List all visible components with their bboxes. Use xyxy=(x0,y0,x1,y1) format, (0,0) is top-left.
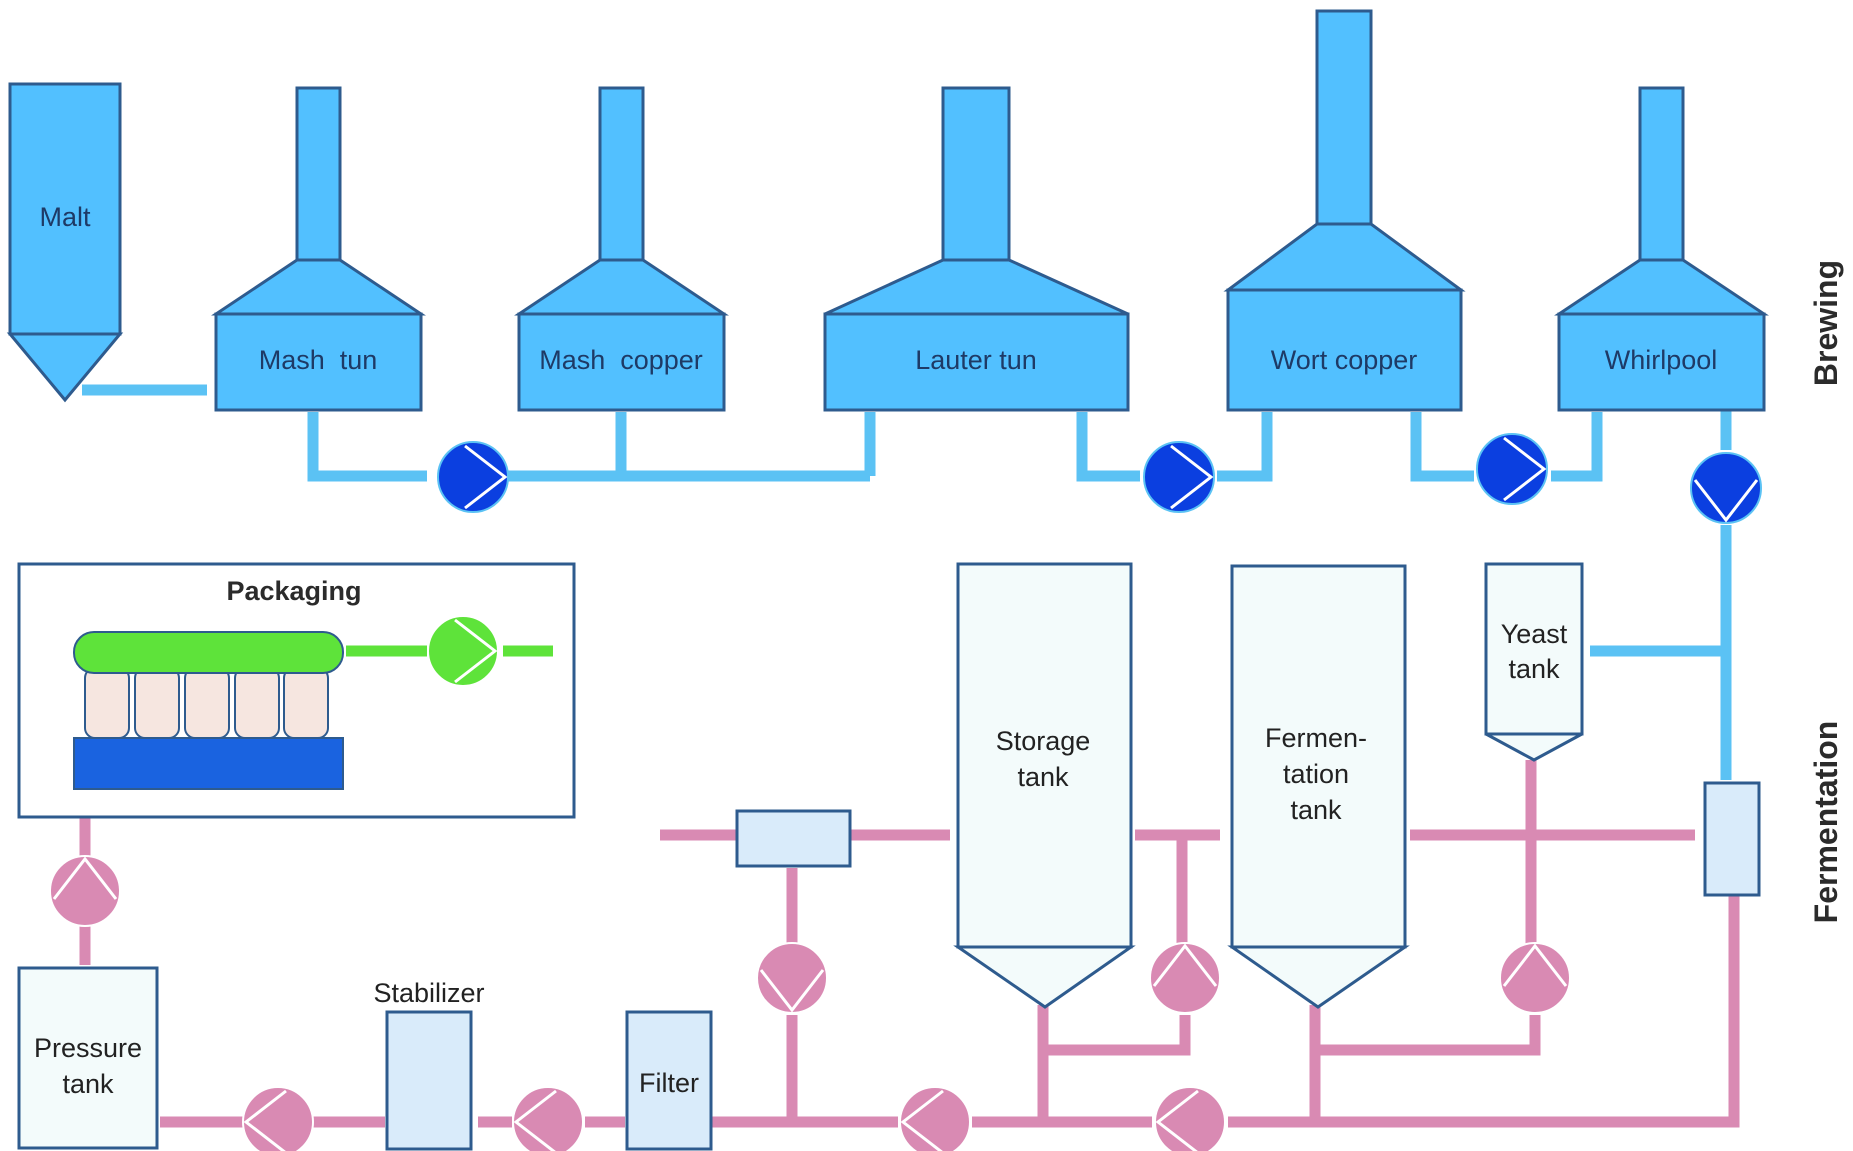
section-label-fermentation: Fermentation xyxy=(1808,721,1844,924)
whirlpool-label: Whirlpool xyxy=(1605,345,1718,375)
malt-label: Malt xyxy=(39,202,91,232)
stabilizer: Stabilizer xyxy=(373,978,485,1151)
pump-icon xyxy=(49,855,121,927)
beer-pipes xyxy=(79,760,1740,1128)
wort-copper: Wort copper xyxy=(1223,9,1466,412)
pump-icon xyxy=(1476,433,1548,505)
lauter-tun: Lauter tun xyxy=(823,86,1130,412)
yeast-tank: Yeast tank xyxy=(1484,562,1584,762)
pump-icon xyxy=(1149,942,1221,1014)
fermentation-tank: Fermen- tation tank xyxy=(1227,564,1410,1009)
filter: Filter xyxy=(625,1010,713,1151)
bottles xyxy=(84,667,329,739)
pump-icon xyxy=(1154,1086,1226,1151)
pump-icon xyxy=(1143,441,1215,513)
conveyor-base xyxy=(73,737,344,790)
pressure-tank: Pressure tank xyxy=(17,966,159,1150)
filling-head xyxy=(73,631,344,674)
pump-icon xyxy=(1499,942,1571,1014)
pump-icon xyxy=(242,1086,314,1151)
fermentation-tank-label-line2: tation xyxy=(1283,759,1349,789)
fermentation-tank-label-line3: tank xyxy=(1290,795,1342,825)
pumps xyxy=(49,433,1762,1151)
packaging-section: Packaging xyxy=(17,562,576,819)
pump-icon xyxy=(1690,452,1762,524)
filter-label: Filter xyxy=(639,1068,699,1098)
yeast-tank-label-line1: Yeast xyxy=(1501,619,1568,649)
yeast-tank-label-line2: tank xyxy=(1508,654,1560,684)
mash-copper-label: Mash copper xyxy=(539,345,703,375)
pump-icon xyxy=(512,1086,584,1151)
pump-icon xyxy=(899,1086,971,1151)
malt-silo: Malt xyxy=(6,82,124,403)
mash-tun: Mash tun xyxy=(211,86,426,412)
storage-tank-label-line2: tank xyxy=(1017,762,1069,792)
section-label-brewing: Brewing xyxy=(1808,260,1844,386)
mash-copper: Mash copper xyxy=(514,86,729,412)
pressure-tank-label-line2: tank xyxy=(62,1069,114,1099)
pressure-tank-label-line1: Pressure xyxy=(34,1033,142,1063)
storage-tank: Storage tank xyxy=(953,562,1136,1009)
pump-icon xyxy=(427,615,499,687)
heat-exchanger xyxy=(1703,781,1761,897)
pump-icon xyxy=(756,942,828,1014)
whirlpool: Whirlpool xyxy=(1554,86,1769,412)
inline-unit xyxy=(735,809,852,868)
packaging-title: Packaging xyxy=(226,576,361,606)
fermentation-tank-label-line1: Fermen- xyxy=(1265,723,1367,753)
stabilizer-label: Stabilizer xyxy=(373,978,484,1008)
brewing-pipes xyxy=(82,384,1732,780)
wort-copper-label: Wort copper xyxy=(1271,345,1418,375)
pump-icon xyxy=(437,441,509,513)
mash-tun-label: Mash tun xyxy=(259,345,378,375)
lauter-tun-label: Lauter tun xyxy=(915,345,1037,375)
storage-tank-label-line1: Storage xyxy=(996,726,1091,756)
